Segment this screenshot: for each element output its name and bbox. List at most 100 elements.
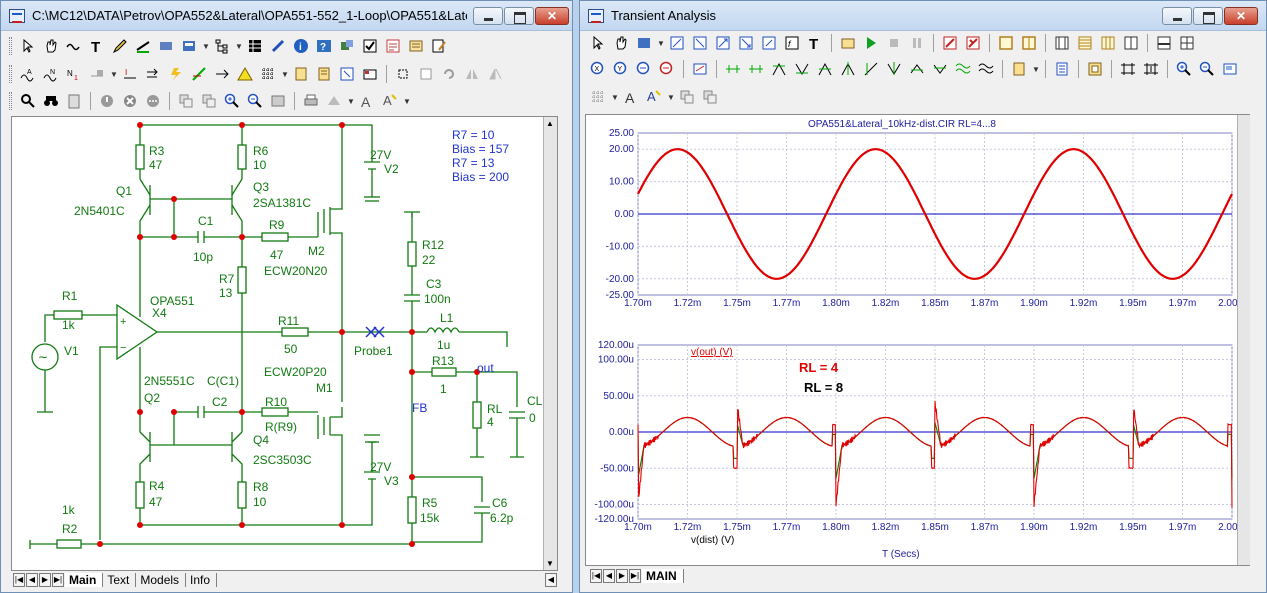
color-icon[interactable]	[324, 91, 344, 111]
dropdown-arrow-icon[interactable]: ▼	[347, 96, 355, 106]
text-mode-icon[interactable]: T	[805, 33, 825, 53]
more-icon[interactable]	[143, 91, 163, 111]
clipboard-icon[interactable]	[64, 91, 84, 111]
zoom-fit-icon[interactable]	[337, 64, 357, 84]
maximize-plot-icon[interactable]	[690, 33, 710, 53]
prev-page-icon[interactable]: ◀	[26, 573, 38, 587]
zoom-x-icon[interactable]: X	[588, 59, 608, 79]
stepping-2-icon[interactable]	[963, 33, 983, 53]
help-icon[interactable]: ?	[314, 36, 334, 56]
component-ref[interactable]: R5	[422, 496, 438, 510]
properties-icon[interactable]	[383, 36, 403, 56]
maximize-button[interactable]	[504, 7, 534, 25]
run-icon[interactable]	[861, 33, 881, 53]
title-block-icon[interactable]	[360, 64, 380, 84]
layout-3-icon[interactable]	[1052, 33, 1072, 53]
components-icon[interactable]	[337, 36, 357, 56]
component-value[interactable]: 10	[253, 158, 267, 172]
split-h-icon[interactable]	[1154, 33, 1174, 53]
component-ref[interactable]: R10	[265, 395, 287, 409]
layout-1-icon[interactable]	[996, 33, 1016, 53]
find-icon[interactable]	[18, 91, 38, 111]
component-ref[interactable]: R3	[149, 144, 165, 158]
fit-x-icon[interactable]	[1118, 59, 1138, 79]
component-ref[interactable]: Q2	[144, 391, 160, 405]
pen-mode-icon[interactable]	[110, 36, 130, 56]
pin-names-icon[interactable]: N	[41, 64, 61, 84]
tab-main[interactable]: Main	[65, 573, 104, 587]
pan-hand-icon[interactable]	[41, 36, 61, 56]
dropdown-arrow-icon[interactable]: ▼	[403, 96, 411, 106]
last-page-icon[interactable]: ▶|	[52, 573, 64, 587]
component-ref[interactable]: M2	[308, 244, 325, 258]
flip-icon[interactable]	[485, 64, 505, 84]
dropdown-arrow-icon[interactable]: ▼	[611, 92, 619, 102]
layout-2-icon[interactable]	[1019, 33, 1039, 53]
grid-table-icon[interactable]	[245, 36, 265, 56]
layout-4-icon[interactable]	[1075, 33, 1095, 53]
edit-icon[interactable]	[429, 36, 449, 56]
wave-2-icon[interactable]	[976, 59, 996, 79]
blank-box-icon[interactable]	[416, 64, 436, 84]
component-value[interactable]: 47	[149, 495, 163, 509]
component-ref[interactable]: R11	[278, 314, 299, 328]
component-value[interactable]: 1k	[62, 318, 76, 332]
inflection-icon[interactable]	[815, 59, 835, 79]
numeric-output-icon[interactable]	[1052, 59, 1072, 79]
component-value[interactable]: 4	[487, 415, 494, 429]
high-icon[interactable]	[769, 59, 789, 79]
pin-connections-icon[interactable]	[212, 64, 232, 84]
dropdown-arrow-icon[interactable]: ▼	[281, 69, 289, 79]
bus-mode-icon[interactable]	[156, 36, 176, 56]
grid-icon[interactable]	[588, 87, 608, 107]
bottom-icon[interactable]	[930, 59, 950, 79]
paste-icon[interactable]	[700, 87, 720, 107]
page-setup-icon[interactable]	[314, 64, 334, 84]
component-value[interactable]: 1	[440, 382, 447, 396]
tag-mode-icon[interactable]	[736, 33, 756, 53]
font-icon[interactable]: A	[621, 87, 641, 107]
font-color-icon[interactable]: A	[644, 87, 664, 107]
scroll-up-icon[interactable]: ▲	[546, 119, 554, 128]
component-value[interactable]: 2N5401C	[74, 204, 125, 218]
tab-main[interactable]: MAIN	[642, 569, 684, 583]
component-value[interactable]: 1k	[62, 503, 76, 517]
component-ref[interactable]: R1	[62, 289, 78, 303]
peak-icon[interactable]	[723, 59, 743, 79]
align-icon[interactable]	[393, 64, 413, 84]
dropdown-arrow-icon[interactable]: ▼	[110, 69, 118, 79]
flow-arrows-icon[interactable]	[143, 64, 163, 84]
zoom-in-icon[interactable]	[1174, 59, 1194, 79]
next-page-icon[interactable]: ▶	[39, 573, 51, 587]
text-mode-icon[interactable]: T	[87, 36, 107, 56]
fit-y-icon[interactable]	[1141, 59, 1161, 79]
component-ref[interactable]: R8	[253, 480, 269, 494]
tab-info[interactable]: Info	[186, 573, 218, 587]
component-value[interactable]: R(R9)	[265, 420, 297, 434]
first-page-icon[interactable]: |◀	[13, 573, 25, 587]
dropdown-arrow-icon[interactable]: ▼	[202, 41, 210, 51]
stop-icon[interactable]	[97, 91, 117, 111]
pause-icon[interactable]	[907, 33, 927, 53]
component-value[interactable]: 27V	[370, 460, 391, 474]
component-ref[interactable]: Q1	[116, 184, 132, 198]
grid-icon[interactable]	[258, 64, 278, 84]
info-mode-icon[interactable]	[179, 36, 199, 56]
component-ref[interactable]: C2	[212, 395, 228, 409]
component-ref[interactable]: M1	[316, 381, 333, 395]
binoculars-icon[interactable]	[41, 91, 61, 111]
zoom-in-icon[interactable]	[222, 91, 242, 111]
power-flow-icon[interactable]	[166, 64, 186, 84]
component-ref[interactable]: V2	[384, 162, 399, 176]
component-ref[interactable]: R6	[253, 144, 269, 158]
valley-icon[interactable]	[746, 59, 766, 79]
component-ref[interactable]: X4	[152, 306, 167, 320]
component-value[interactable]: 10p	[193, 250, 213, 264]
tab-models[interactable]: Models	[136, 573, 187, 587]
zoom-reset-icon[interactable]	[657, 59, 677, 79]
global-high-icon[interactable]	[838, 59, 858, 79]
scale-icon[interactable]	[667, 33, 687, 53]
component-value[interactable]: 22	[422, 253, 436, 267]
component-value[interactable]: 2N5551C	[144, 374, 195, 388]
